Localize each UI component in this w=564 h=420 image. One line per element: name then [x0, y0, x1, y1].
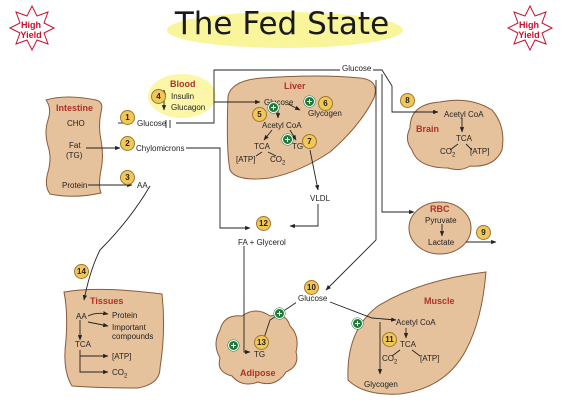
label-vldl: VLDL — [310, 194, 331, 203]
label-brain-atp: [ATP] — [470, 147, 490, 156]
label-tissues-important: Important — [112, 323, 146, 332]
step-badge-6: 6 — [318, 96, 333, 111]
label-glucagon: Glucagon — [171, 103, 206, 112]
step-badge-13: 13 — [254, 335, 269, 350]
step-badge-5: 5 — [252, 107, 267, 122]
label-insulin: Insulin — [171, 92, 195, 101]
organ-label-muscle: Muscle — [424, 296, 455, 306]
label-glucose-gut: Glucose — [137, 119, 167, 128]
label-brain-acetylcoa: Acetyl CoA — [444, 110, 484, 119]
plus-icon-muscle-uptake — [352, 318, 363, 329]
label-fa-glycerol: FA + Glycerol — [238, 238, 286, 247]
high-yield-label-right: High Yield — [518, 20, 540, 40]
step-badge-14: 14 — [74, 264, 89, 279]
label-tissues-protein: Protein — [112, 311, 138, 320]
muscle-shape — [347, 271, 487, 395]
organ-label-intestine: Intestine — [56, 103, 94, 113]
label-tissues-co2: CO2 — [112, 368, 128, 380]
high-yield-badge-right-star — [506, 4, 554, 52]
label-liver-glycogen: Glycogen — [308, 109, 342, 118]
step-badge-7: 7 — [302, 134, 317, 149]
step-badge-10: 10 — [304, 280, 319, 295]
step-badge-12: 12 — [256, 216, 271, 231]
brain-shape — [406, 99, 504, 171]
label-fat: Fat — [69, 141, 81, 150]
label-brain-co2: CO2 — [440, 147, 456, 159]
label-tg-paren: (TG) — [66, 151, 83, 160]
high-yield-badge-left-star — [8, 4, 56, 52]
label-glucose-top: Glucose — [340, 64, 374, 73]
label-tissues-atp: [ATP] — [112, 352, 132, 361]
high-yield-badge-right: High Yield — [508, 6, 550, 48]
label-brain-tca: TCA — [456, 134, 472, 143]
label-muscle-co2: CO2 — [382, 354, 398, 366]
label-muscle-atp: [ATP] — [420, 354, 440, 363]
page-title: The Fed State — [174, 6, 390, 42]
step-badge-11: 11 — [382, 332, 397, 347]
label-liver-glucose: Glucose — [264, 98, 294, 107]
organ-label-rbc: RBC — [430, 204, 450, 214]
label-liver-tca: TCA — [254, 142, 270, 151]
label-tissues-compounds: compounds — [112, 332, 154, 341]
plus-icon-liver-glycogen — [304, 96, 315, 107]
label-liver-atp: [ATP] — [236, 155, 256, 164]
high-yield-badge-left: High Yield — [10, 6, 52, 48]
step-badge-4: 4 — [151, 89, 166, 104]
organ-label-adipose: Adipose — [240, 368, 276, 378]
organ-label-liver: Liver — [284, 81, 306, 91]
plus-icon-adipose-uptake — [274, 308, 285, 319]
label-chylomicrons: Chylomicrons — [136, 144, 185, 153]
plus-icon-liver-glucose — [268, 102, 279, 113]
label-muscle-acetylcoa: Acetyl CoA — [396, 318, 436, 327]
step-badge-2: 2 — [120, 136, 135, 151]
label-muscle-glycogen: Glycogen — [364, 380, 398, 389]
step-badge-1: 1 — [120, 110, 135, 125]
step-badge-8: 8 — [400, 93, 415, 108]
liver-shape — [226, 75, 376, 180]
label-tissues-aa: AA — [76, 312, 87, 321]
label-tissues-tca: TCA — [75, 340, 91, 349]
plus-icon-adipose-tg — [228, 340, 239, 351]
step-badge-3: 3 — [120, 170, 135, 185]
pathway-arrows — [77, 69, 497, 375]
organ-label-blood: Blood — [170, 79, 196, 89]
label-cho: CHO — [67, 119, 85, 128]
label-aa-gut: AA — [137, 181, 148, 190]
title-container: The Fed State — [0, 6, 564, 42]
organ-label-tissues: Tissues — [90, 296, 124, 306]
label-liver-acetylcoa: Acetyl CoA — [262, 121, 302, 130]
label-liver-tg: TG — [292, 142, 304, 151]
label-rbc-pyruvate: Pyruvate — [425, 216, 457, 225]
high-yield-label-left: High Yield — [20, 20, 42, 40]
label-liver-co2: CO2 — [270, 155, 286, 167]
title-highlight — [167, 12, 403, 48]
step-badge-9: 9 — [476, 225, 491, 240]
rbc-shape — [408, 201, 472, 255]
label-rbc-lactate: Lactate — [428, 238, 455, 247]
label-glucose-mid: Glucose — [296, 294, 330, 303]
plus-icon-liver-tg — [282, 134, 293, 145]
label-protein-intake: Protein — [62, 181, 88, 190]
intestine-shape — [45, 96, 103, 197]
label-adipose-tg: TG — [254, 350, 266, 359]
label-muscle-tca: TCA — [400, 340, 416, 349]
organ-label-brain: Brain — [416, 124, 440, 134]
tissues-shape — [63, 288, 165, 389]
